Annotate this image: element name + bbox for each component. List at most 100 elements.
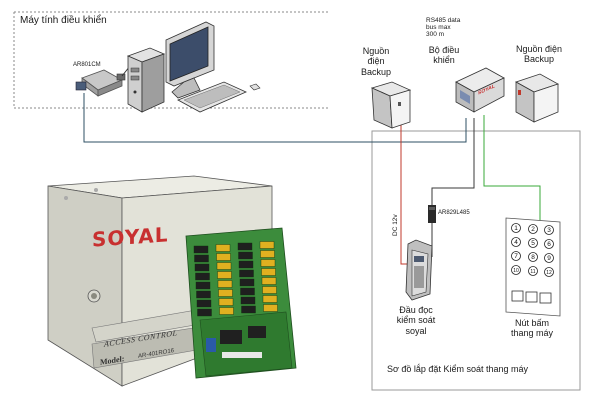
pcb-relay — [260, 259, 276, 267]
keypad-button-circle — [528, 238, 538, 248]
controller-label-line1: Bộ điều — [428, 45, 460, 55]
elevator-buttons-line2: thang máy — [510, 328, 554, 339]
data-cable — [431, 118, 475, 257]
pcb-relay — [241, 305, 256, 314]
card-reader-device — [405, 239, 433, 301]
pc-keyboard — [177, 81, 261, 113]
relay-module-shape — [428, 205, 436, 223]
pcb-relay — [196, 290, 211, 299]
reader-label: Đầu đọc kiểm soát soyal — [386, 305, 446, 336]
reader-label-line1: Đầu đọc — [399, 305, 433, 315]
converter-label: AR801CM — [73, 62, 101, 68]
pcb-relay — [216, 262, 232, 270]
network-cable — [83, 93, 467, 143]
pcb-relay — [193, 245, 209, 254]
backup-power-right-label: Nguồn điện Backup — [504, 44, 574, 65]
pcb-relay — [239, 278, 255, 287]
pcb-relay — [238, 260, 254, 269]
keypad-button-circle — [528, 252, 538, 262]
pcb-relay — [259, 241, 275, 249]
keypad-button-circle — [544, 225, 554, 235]
keypad-button-circle — [544, 253, 554, 263]
keypad-button-label: 3 — [547, 227, 551, 234]
pcb-relay — [262, 286, 277, 294]
keypad-button-label: 8 — [531, 254, 535, 261]
power-cable — [400, 121, 408, 265]
keypad-button-label: 2 — [531, 226, 535, 233]
elevator-buttons-line1: Nút bấm — [514, 318, 549, 328]
keypad-button-label: 4 — [514, 239, 518, 246]
keypad-button-circle — [511, 251, 521, 261]
pcb-relay — [238, 251, 253, 260]
pcb-relay — [219, 307, 234, 315]
keypad-button-circle — [544, 267, 554, 277]
pc-monitor — [165, 21, 215, 99]
dc-voltage-label: DC 12v — [392, 214, 399, 236]
rs485-note: RS485 data bus max 300 m — [426, 17, 460, 38]
pcb-relay — [262, 295, 278, 303]
pcb-relay — [197, 308, 212, 317]
backup-power-left-line2: điện — [367, 56, 385, 67]
rs485-note-line2: bus max — [426, 24, 451, 32]
relay-module-label: AR829L485 — [438, 210, 470, 216]
pcb-relay — [194, 254, 209, 263]
keypad-button-label: 11 — [530, 269, 535, 275]
elevator-buttons-label: Nút bấm thang máy — [494, 318, 570, 339]
green-cable — [483, 115, 541, 222]
pcb-relay — [217, 280, 233, 288]
keypad-button-label: 12 — [546, 270, 552, 276]
converter-device — [75, 65, 131, 97]
keypad-button-label: 1 — [514, 225, 518, 232]
pcb-relay — [263, 304, 278, 312]
pcb-relay — [260, 250, 275, 258]
keypad-button-circle — [511, 237, 521, 247]
pcb-relay — [218, 289, 233, 297]
backup-power-right-line1: Nguồn điện — [515, 44, 563, 54]
controller-label-line2: khiển — [433, 55, 455, 66]
pcb-relay — [194, 263, 210, 272]
backup-power-left-device — [370, 81, 412, 129]
keypad-button-label: 7 — [514, 253, 518, 260]
pcb-relay — [240, 287, 255, 296]
controller-device — [455, 67, 505, 113]
keypad-button-circle — [528, 224, 538, 234]
diagram-caption: Sơ đồ lắp đặt Kiểm soát thang máy — [387, 364, 528, 374]
rs485-note-line3: 300 m — [426, 31, 445, 39]
backup-power-left-line1: Nguồn — [362, 46, 390, 56]
backup-power-right-line2: Backup — [523, 54, 555, 65]
keypad-button-label: 9 — [547, 255, 551, 262]
pcb-relay — [196, 299, 212, 308]
keypad-button-circle — [511, 265, 521, 275]
pcb-relay — [237, 242, 253, 251]
keypad-button-circle — [528, 266, 538, 276]
rs485-note-line1: RS485 data — [426, 17, 461, 24]
computer-title: Máy tính điều khiển — [20, 15, 107, 26]
keypad-button-circle — [544, 239, 554, 249]
computer-zone-border — [13, 12, 330, 109]
backup-power-right-device — [515, 73, 559, 123]
reader-label-line2: kiểm soát — [396, 315, 436, 326]
pcb-relay — [215, 244, 231, 252]
backup-power-left-line3: Backup — [360, 66, 392, 77]
pcb-relay — [239, 269, 254, 278]
elevator-zone-border — [371, 130, 581, 391]
pcb-relay — [261, 268, 276, 276]
pcb-relay — [217, 271, 232, 279]
controller-label: Bộ điều khiển — [421, 45, 467, 66]
pc-tower — [126, 47, 166, 113]
controller-pcb — [185, 227, 297, 379]
keypad-button-label: 5 — [531, 240, 535, 247]
pcb-relay — [261, 277, 277, 285]
keypad-button-circle — [511, 223, 521, 233]
pcb-relay — [216, 253, 231, 261]
pcb-relay — [218, 298, 234, 306]
reader-label-line3: soyal — [405, 325, 427, 336]
backup-power-left-label: Nguồn điện Backup — [351, 46, 401, 77]
pcb-relay — [195, 272, 210, 281]
keypad-button-label: 10 — [513, 268, 519, 274]
pcb-relay — [195, 281, 211, 290]
keypad-button-label: 6 — [547, 241, 551, 248]
